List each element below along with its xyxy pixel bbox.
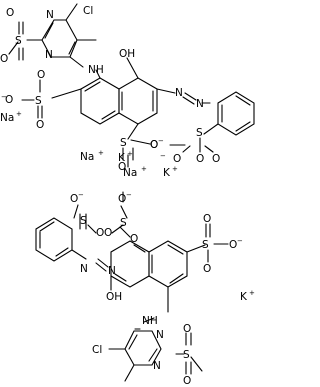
atom-s-upper-sulf-right: S <box>196 127 203 139</box>
atom-oh-upper: OH <box>119 48 135 60</box>
atom-o-upper-sulf-left: O <box>5 94 13 106</box>
charge-minus-lower-right: − <box>237 237 243 245</box>
atom-oh-lower: OH <box>106 291 122 303</box>
atom-o-lower-sulf-right: O <box>130 233 138 245</box>
atom-o-upper-sulf-right-r: O <box>212 153 220 165</box>
charge-minus-upper-right: − <box>160 152 166 160</box>
charge-plus-k-3: + <box>249 289 255 297</box>
lower-methylsulfonyl <box>175 332 203 375</box>
charge-minus-upper-left: − <box>1 93 7 101</box>
charge-plus-k-2: + <box>172 165 178 173</box>
atom-n-upper-2: N <box>45 49 53 61</box>
atom-n-lower-2: N <box>153 360 161 372</box>
charge-plus-na-3: + <box>141 165 147 173</box>
atom-o-lower-right-top: O <box>203 213 211 225</box>
atom-k-2: K <box>163 167 171 179</box>
lower-naphthalene <box>110 240 206 313</box>
structure-diagram: O Cl N S N O NH OH O O − S O N N Na + S … <box>0 3 255 387</box>
upper-half <box>8 3 255 168</box>
atom-o-lower-benz-right: O <box>96 227 104 239</box>
atom-s-lower-right: S <box>202 239 209 251</box>
atom-o-upper-sulf-bottom: O <box>36 119 44 131</box>
upper-sulfonates-lower <box>122 137 214 168</box>
atom-o-upper-sulf-right-l2: O <box>173 153 181 165</box>
atom-o-lower-ms-top: O <box>183 323 191 335</box>
atom-s-upper-sulf: S <box>35 95 42 107</box>
lower-azo <box>95 258 109 272</box>
atom-n-lower-azo-1: N <box>80 263 88 275</box>
atom-nh-upper: NH <box>88 64 104 76</box>
atom-k-1: K <box>118 152 126 164</box>
upper-pyrimidine <box>26 3 97 68</box>
upper-benzene <box>203 91 255 136</box>
atom-nh-lower: NH <box>142 315 158 327</box>
lower-nh-link <box>134 317 155 330</box>
atom-na-1: Na <box>0 112 14 124</box>
upper-naphthalene <box>51 57 176 140</box>
atom-n-upper-azo-2: N <box>196 98 204 110</box>
atom-labels: O Cl N S N O NH OH O O − S O N N Na + S … <box>0 5 255 387</box>
atom-n-upper-1: N <box>46 9 54 21</box>
lower-sulfonates-top <box>73 191 131 238</box>
upper-sulfonate-left <box>21 79 43 119</box>
atom-cl-upper: Cl <box>83 5 93 17</box>
atom-o-lower-sulf-left: O <box>104 227 112 239</box>
lower-benzene <box>35 217 87 262</box>
atom-o-upper-sulf-top: O <box>37 69 45 81</box>
charge-plus-k-1: + <box>127 150 133 158</box>
atom-s-upper-sulf-mid: S <box>120 137 127 149</box>
lower-pyrimidine <box>108 330 162 382</box>
atom-n-upper-azo-1: N <box>175 87 183 99</box>
atom-o-upper-sulf-mid-right: O <box>150 139 158 151</box>
atom-o-lower-sulf-top: O <box>118 193 126 205</box>
charge-minus-upper-mid: − <box>158 137 164 145</box>
upper-azo <box>182 92 211 105</box>
atom-o-upper-ms-low: O <box>0 53 8 65</box>
charge-minus-lower-sulf-top: − <box>126 191 132 199</box>
atom-o-lower-ms-bottom: O <box>183 375 191 387</box>
atom-s-lower-benz: S <box>80 215 87 227</box>
atom-cl-lower: Cl <box>92 344 102 356</box>
atom-k-3: K <box>240 291 248 303</box>
atom-o-lower-right-side: O <box>229 239 237 251</box>
atom-o-upper-sulf-right-bottom: O <box>196 153 204 165</box>
atom-o-upper-sulf-mid-bottom: O <box>118 161 126 173</box>
atom-o-lower-top: O <box>70 193 78 205</box>
atom-na-3: Na <box>123 167 137 179</box>
atom-o-upper-left: O <box>6 7 14 19</box>
charge-plus-na-1: + <box>16 110 22 118</box>
atom-o-lower-right-bottom: O <box>203 263 211 275</box>
atom-n-lower-azo-2: N <box>108 265 116 277</box>
charge-plus-na-2: + <box>98 149 104 157</box>
atom-s-upper-ms: S <box>15 35 22 47</box>
atom-n-lower-1: N <box>156 329 164 341</box>
atom-s-lower-sulf: S <box>120 217 127 229</box>
atom-s-lower-ms: S <box>183 349 190 361</box>
atom-o-upper-sulf-right-left: O <box>150 139 158 151</box>
lower-half <box>35 191 229 382</box>
charge-minus-lower-top: − <box>78 191 84 199</box>
upper-methylsulfonyl <box>8 21 24 61</box>
lower-sulfonate-right <box>205 223 229 263</box>
atom-na-2: Na <box>80 151 94 163</box>
